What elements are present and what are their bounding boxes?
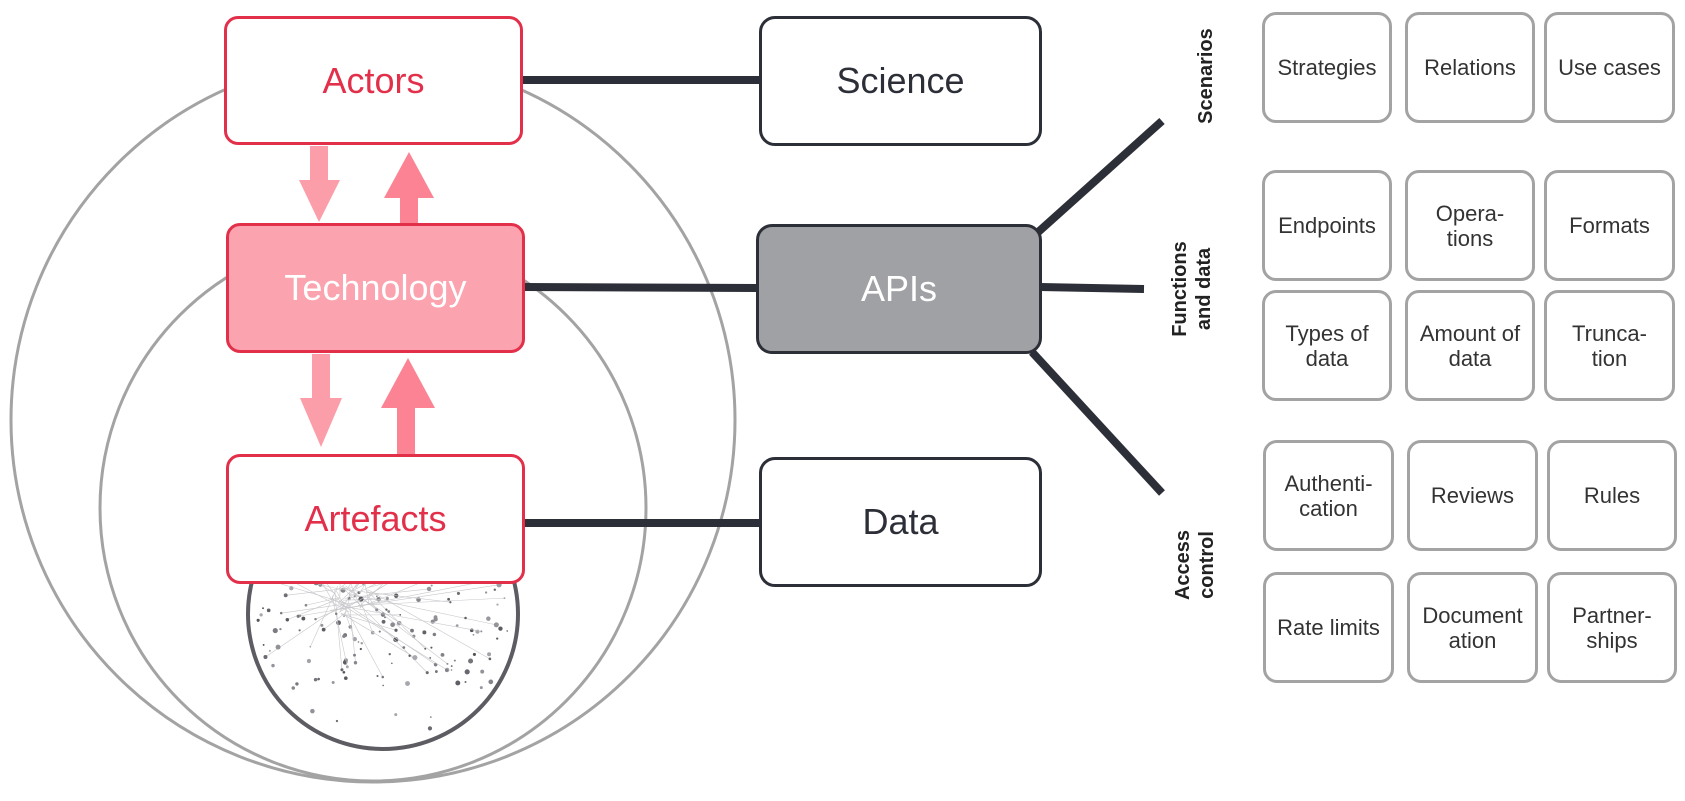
domain-apis-label: APIs bbox=[860, 268, 938, 309]
domain-science: Science bbox=[759, 16, 1042, 146]
arrow-actors-to-technology bbox=[299, 146, 340, 222]
cell-authentication: Authenti- cation bbox=[1263, 440, 1394, 551]
cell-relations: Relations bbox=[1405, 12, 1535, 123]
group-label-functions: Functions and data bbox=[1169, 241, 1215, 337]
connector-technology-apis bbox=[522, 283, 759, 292]
cell-endpoints: Endpoints bbox=[1262, 170, 1392, 281]
cell-rules: Rules bbox=[1547, 440, 1677, 551]
arrow-technology-to-artefacts bbox=[300, 354, 342, 447]
layer-technology-label: Technology bbox=[284, 267, 467, 308]
layer-technology: Technology bbox=[226, 223, 525, 353]
cell-partnerships: Partner- ships bbox=[1547, 572, 1677, 683]
cell-operations: Opera- tions bbox=[1405, 170, 1535, 281]
arrow-technology-to-actors bbox=[384, 152, 434, 226]
cell-amount-of-data: Amount of data bbox=[1405, 290, 1535, 401]
cell-rate-limits: Rate limits bbox=[1263, 572, 1394, 683]
cell-use-cases: Use cases bbox=[1544, 12, 1675, 123]
cell-strategies: Strategies bbox=[1262, 12, 1392, 123]
domain-data: Data bbox=[759, 457, 1042, 587]
layer-actors: Actors bbox=[224, 16, 523, 145]
branch-functions bbox=[1039, 283, 1145, 293]
group-label-access: Access control bbox=[1172, 529, 1218, 601]
group-label-scenarios: Scenarios bbox=[1195, 28, 1217, 124]
cell-documentation: Document ation bbox=[1407, 572, 1538, 683]
layer-artefacts-label: Artefacts bbox=[304, 498, 447, 539]
layer-artefacts: Artefacts bbox=[226, 454, 525, 584]
cell-types-of-data: Types of data bbox=[1262, 290, 1392, 401]
cell-formats: Formats bbox=[1544, 170, 1675, 281]
layer-actors-label: Actors bbox=[322, 59, 425, 101]
domain-apis: APIs bbox=[756, 224, 1042, 354]
domain-science-label: Science bbox=[836, 60, 965, 101]
domain-data-label: Data bbox=[862, 501, 939, 542]
cell-reviews: Reviews bbox=[1407, 440, 1538, 551]
arrow-artefacts-to-technology bbox=[381, 358, 435, 456]
branch-access bbox=[1029, 349, 1165, 496]
cell-truncation: Trunca- tion bbox=[1544, 290, 1675, 401]
branch-scenarios bbox=[1033, 118, 1165, 237]
